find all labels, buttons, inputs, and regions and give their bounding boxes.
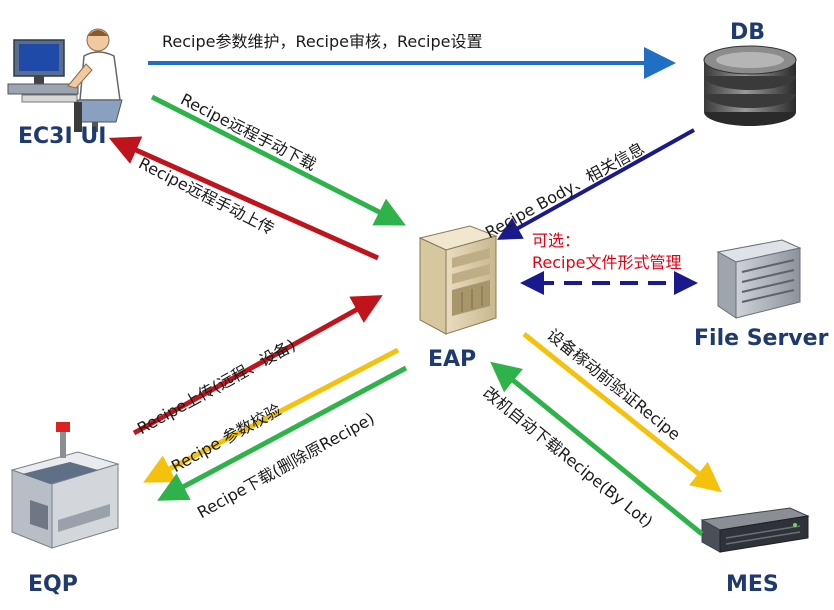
arrow-eqp-upload bbox=[132, 295, 383, 436]
flow-label-ui-to-db: Recipe参数维护，Recipe审核，Recipe设置 bbox=[162, 32, 483, 51]
arrow-mes-verify bbox=[522, 332, 722, 493]
optional-note-line1: 可选： bbox=[532, 231, 581, 250]
mes-server-icon bbox=[700, 507, 810, 553]
arrow-eap-download bbox=[157, 365, 408, 501]
database-icon bbox=[703, 45, 797, 126]
arrow-db-eap bbox=[497, 128, 695, 240]
node-label-mes: MES bbox=[726, 572, 779, 597]
arrow-ui-upload bbox=[108, 136, 380, 261]
node-label-eqp: EQP bbox=[28, 572, 78, 597]
file-server-icon bbox=[716, 239, 802, 319]
arrow-mes-download bbox=[490, 361, 704, 536]
arrow-ui-download bbox=[150, 94, 406, 226]
equipment-machine-icon bbox=[10, 422, 120, 549]
node-label-eap: EAP bbox=[428, 347, 477, 372]
computer-user-icon bbox=[7, 28, 123, 132]
node-label-db: DB bbox=[730, 20, 766, 45]
optional-note: 可选： Recipe文件形式管理 bbox=[532, 230, 682, 274]
server-tower-icon bbox=[418, 225, 498, 335]
optional-note-line2: Recipe文件形式管理 bbox=[532, 253, 682, 272]
node-label-ec3i-ui: EC3I UI bbox=[18, 124, 107, 149]
arrow-eqp-verify bbox=[143, 347, 400, 483]
node-label-file-server: File Server bbox=[694, 326, 829, 351]
